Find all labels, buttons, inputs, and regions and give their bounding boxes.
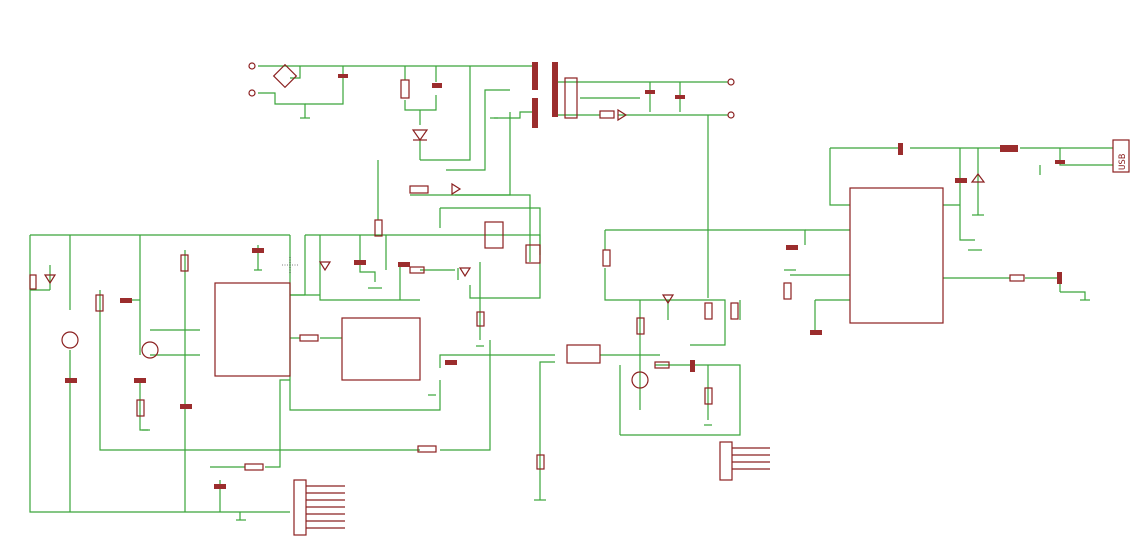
transistor-q3 [631,371,649,389]
pin-header-right [719,441,733,481]
resistor-r7 [299,334,319,342]
output-capacitor-2 [675,95,685,99]
resistor-r2 [95,294,104,312]
resistor-r13 [704,302,713,320]
resistor-r9 [409,266,425,274]
usb-label: USB [1118,154,1128,170]
resistor-r16 [654,361,670,369]
snubber-capacitor [432,83,442,88]
capacitor-c7 [214,484,226,489]
resistor-r11 [536,454,545,470]
capacitor-c5 [180,404,192,409]
mosfet-switch [484,221,504,249]
resistor-r18 [783,282,792,300]
resistor-r15 [636,317,645,335]
ac-input-terminal-2 [248,89,256,97]
capacitor-c2 [120,298,132,303]
output-capacitor-1 [645,90,655,94]
tvs-diode [970,173,986,183]
capacitor-c11 [690,360,695,372]
usb-connector [1112,139,1130,173]
diode-d3 [458,267,472,278]
feedback-diode [451,182,462,196]
cursor-marker [282,257,298,273]
controller-ic-left [214,282,291,377]
ferrite-bead [1000,145,1018,152]
zener-diode-right [661,294,675,305]
output-terminal-negative [727,111,735,119]
bulk-capacitor [338,74,348,78]
resistor-r19 [1009,274,1025,282]
capacitor-c15 [955,178,967,183]
labels: USB [1118,154,1128,170]
capacitor-c17 [1057,272,1062,284]
pin-header-left [293,479,307,536]
transformer-core-left-2 [532,98,538,128]
capacitor-c8 [354,260,366,265]
snubber-diode [411,129,429,142]
transistor-q1 [61,331,79,349]
transformer-core-left-1 [532,62,538,90]
driver-ic [341,317,421,381]
capacitor-c16 [1055,160,1065,164]
snubber-resistor [400,79,410,99]
ground-symbols [142,117,1090,521]
feedback-resistor [409,185,429,194]
resistor-r10 [476,311,485,327]
ac-input-terminal-1 [248,62,256,70]
capacitor-c12 [786,245,798,250]
resistor-r14 [730,302,739,320]
resistor-r17 [704,387,713,405]
resistor-r12 [602,249,611,267]
pin-header-left-pins [306,485,345,529]
resistor-r1 [29,274,37,290]
pin-header-right-pins [732,447,770,470]
wire-net [29,65,1113,520]
zener-diode-left [43,274,57,285]
capacitor-c10 [445,360,457,365]
resistor-r6 [417,445,437,453]
transformer-secondary-winding [564,77,578,119]
optocoupler [566,344,601,364]
mosfet-2 [525,244,541,264]
zener-diode-mid [318,261,332,272]
components [29,62,1130,536]
output-terminal-positive [727,78,735,86]
output-diode [617,108,628,122]
resistor-r3 [180,254,189,272]
capacitor-c9 [398,262,410,267]
bridge-rectifier [272,63,298,89]
resistor-r8 [374,219,383,237]
output-inductor [599,110,615,119]
transformer-core-right [552,62,558,117]
transistor-q2 [141,341,159,359]
capacitor-c4 [134,378,146,383]
usb-controller-ic [849,187,944,324]
capacitor-c6 [65,378,77,383]
capacitor-c3 [252,248,264,253]
capacitor-c13 [810,330,822,335]
resistor-r4 [136,399,145,417]
resistor-r5 [244,463,264,471]
capacitor-c14 [898,143,903,155]
